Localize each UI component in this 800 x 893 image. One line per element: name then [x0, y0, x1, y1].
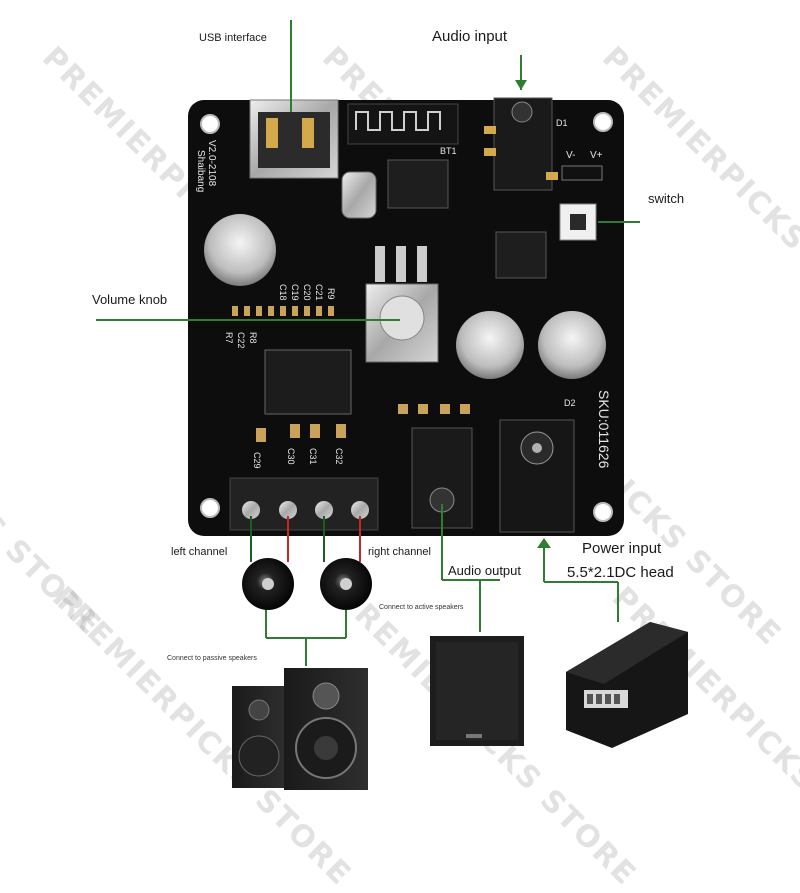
- board-ref: C32: [334, 448, 344, 465]
- active-speaker: [430, 636, 524, 746]
- bluetooth-chip: [387, 159, 449, 209]
- pcb-board: [188, 97, 624, 536]
- left-speaker: [242, 558, 294, 610]
- usb-port: [249, 99, 339, 179]
- board-bt: BT1: [440, 146, 457, 156]
- board-d2: D2: [564, 398, 576, 408]
- volume-knob-label: Volume knob: [92, 292, 168, 307]
- switch-label: switch: [648, 191, 685, 206]
- board-sku: SKU:011626: [596, 390, 612, 469]
- board-v-minus: V-: [566, 150, 576, 161]
- power-input-label: Power input: [582, 540, 662, 557]
- active-speakers-label: Connect to active speakers: [379, 604, 464, 611]
- board-version: V2.0-2108: [206, 140, 217, 187]
- board-v-plus: V+: [590, 150, 603, 161]
- power-adapter: [566, 622, 688, 748]
- board-d1: D1: [556, 118, 568, 128]
- usb-interface-label: USB interface: [199, 32, 267, 44]
- board-ref: C29: [252, 452, 262, 469]
- board-ref: R8: [248, 332, 258, 344]
- passive-speakers: [232, 668, 368, 790]
- board-ref: C22: [236, 332, 246, 349]
- bluetooth-module: [347, 103, 459, 145]
- audio-output-label: Audio output: [448, 563, 522, 578]
- audio-input-label: Audio input: [432, 28, 508, 45]
- product-diagram: PREMIERPICKS STORE PREMIERPICKS STORE PR…: [0, 20, 800, 893]
- regulator: [495, 231, 547, 279]
- arrow-down-icon: [515, 80, 527, 90]
- audio-output-jack: [411, 427, 473, 529]
- board-ref: C21: [314, 284, 324, 301]
- board-illustration: [96, 20, 688, 790]
- board-ref: C31: [308, 448, 318, 465]
- volume-knob: [365, 246, 439, 363]
- board-ref: R9: [326, 288, 336, 300]
- capacitor: [204, 214, 276, 286]
- right-speaker: [320, 558, 372, 610]
- smd-components: [232, 306, 470, 442]
- capacitor: [538, 311, 606, 379]
- board-ref: R7: [224, 332, 234, 344]
- amplifier-chip: [264, 349, 352, 415]
- dc-power-jack: [499, 419, 575, 533]
- board-brand: Shaibang: [195, 150, 206, 193]
- speaker-terminal-block: [229, 477, 379, 531]
- passive-speakers-label: Connect to passive speakers: [167, 655, 257, 662]
- power-switch-button: [570, 214, 586, 230]
- left-channel-label: left channel: [171, 546, 228, 558]
- board-ref: C19: [290, 284, 300, 301]
- board-ref: C30: [286, 448, 296, 465]
- board-ref: C20: [302, 284, 312, 301]
- pin-header: [561, 165, 603, 181]
- crystal: [341, 171, 377, 219]
- power-spec-label: 5.5*2.1DC head: [567, 564, 674, 581]
- speaker-wires: [250, 516, 361, 562]
- board-ref: C18: [278, 284, 288, 301]
- capacitor: [456, 311, 524, 379]
- right-channel-label: right channel: [368, 546, 431, 558]
- mounting-hole: [200, 112, 613, 522]
- leader-lines: [96, 20, 640, 666]
- arrow-up-icon: [537, 538, 551, 548]
- audio-input-jack: [484, 97, 558, 191]
